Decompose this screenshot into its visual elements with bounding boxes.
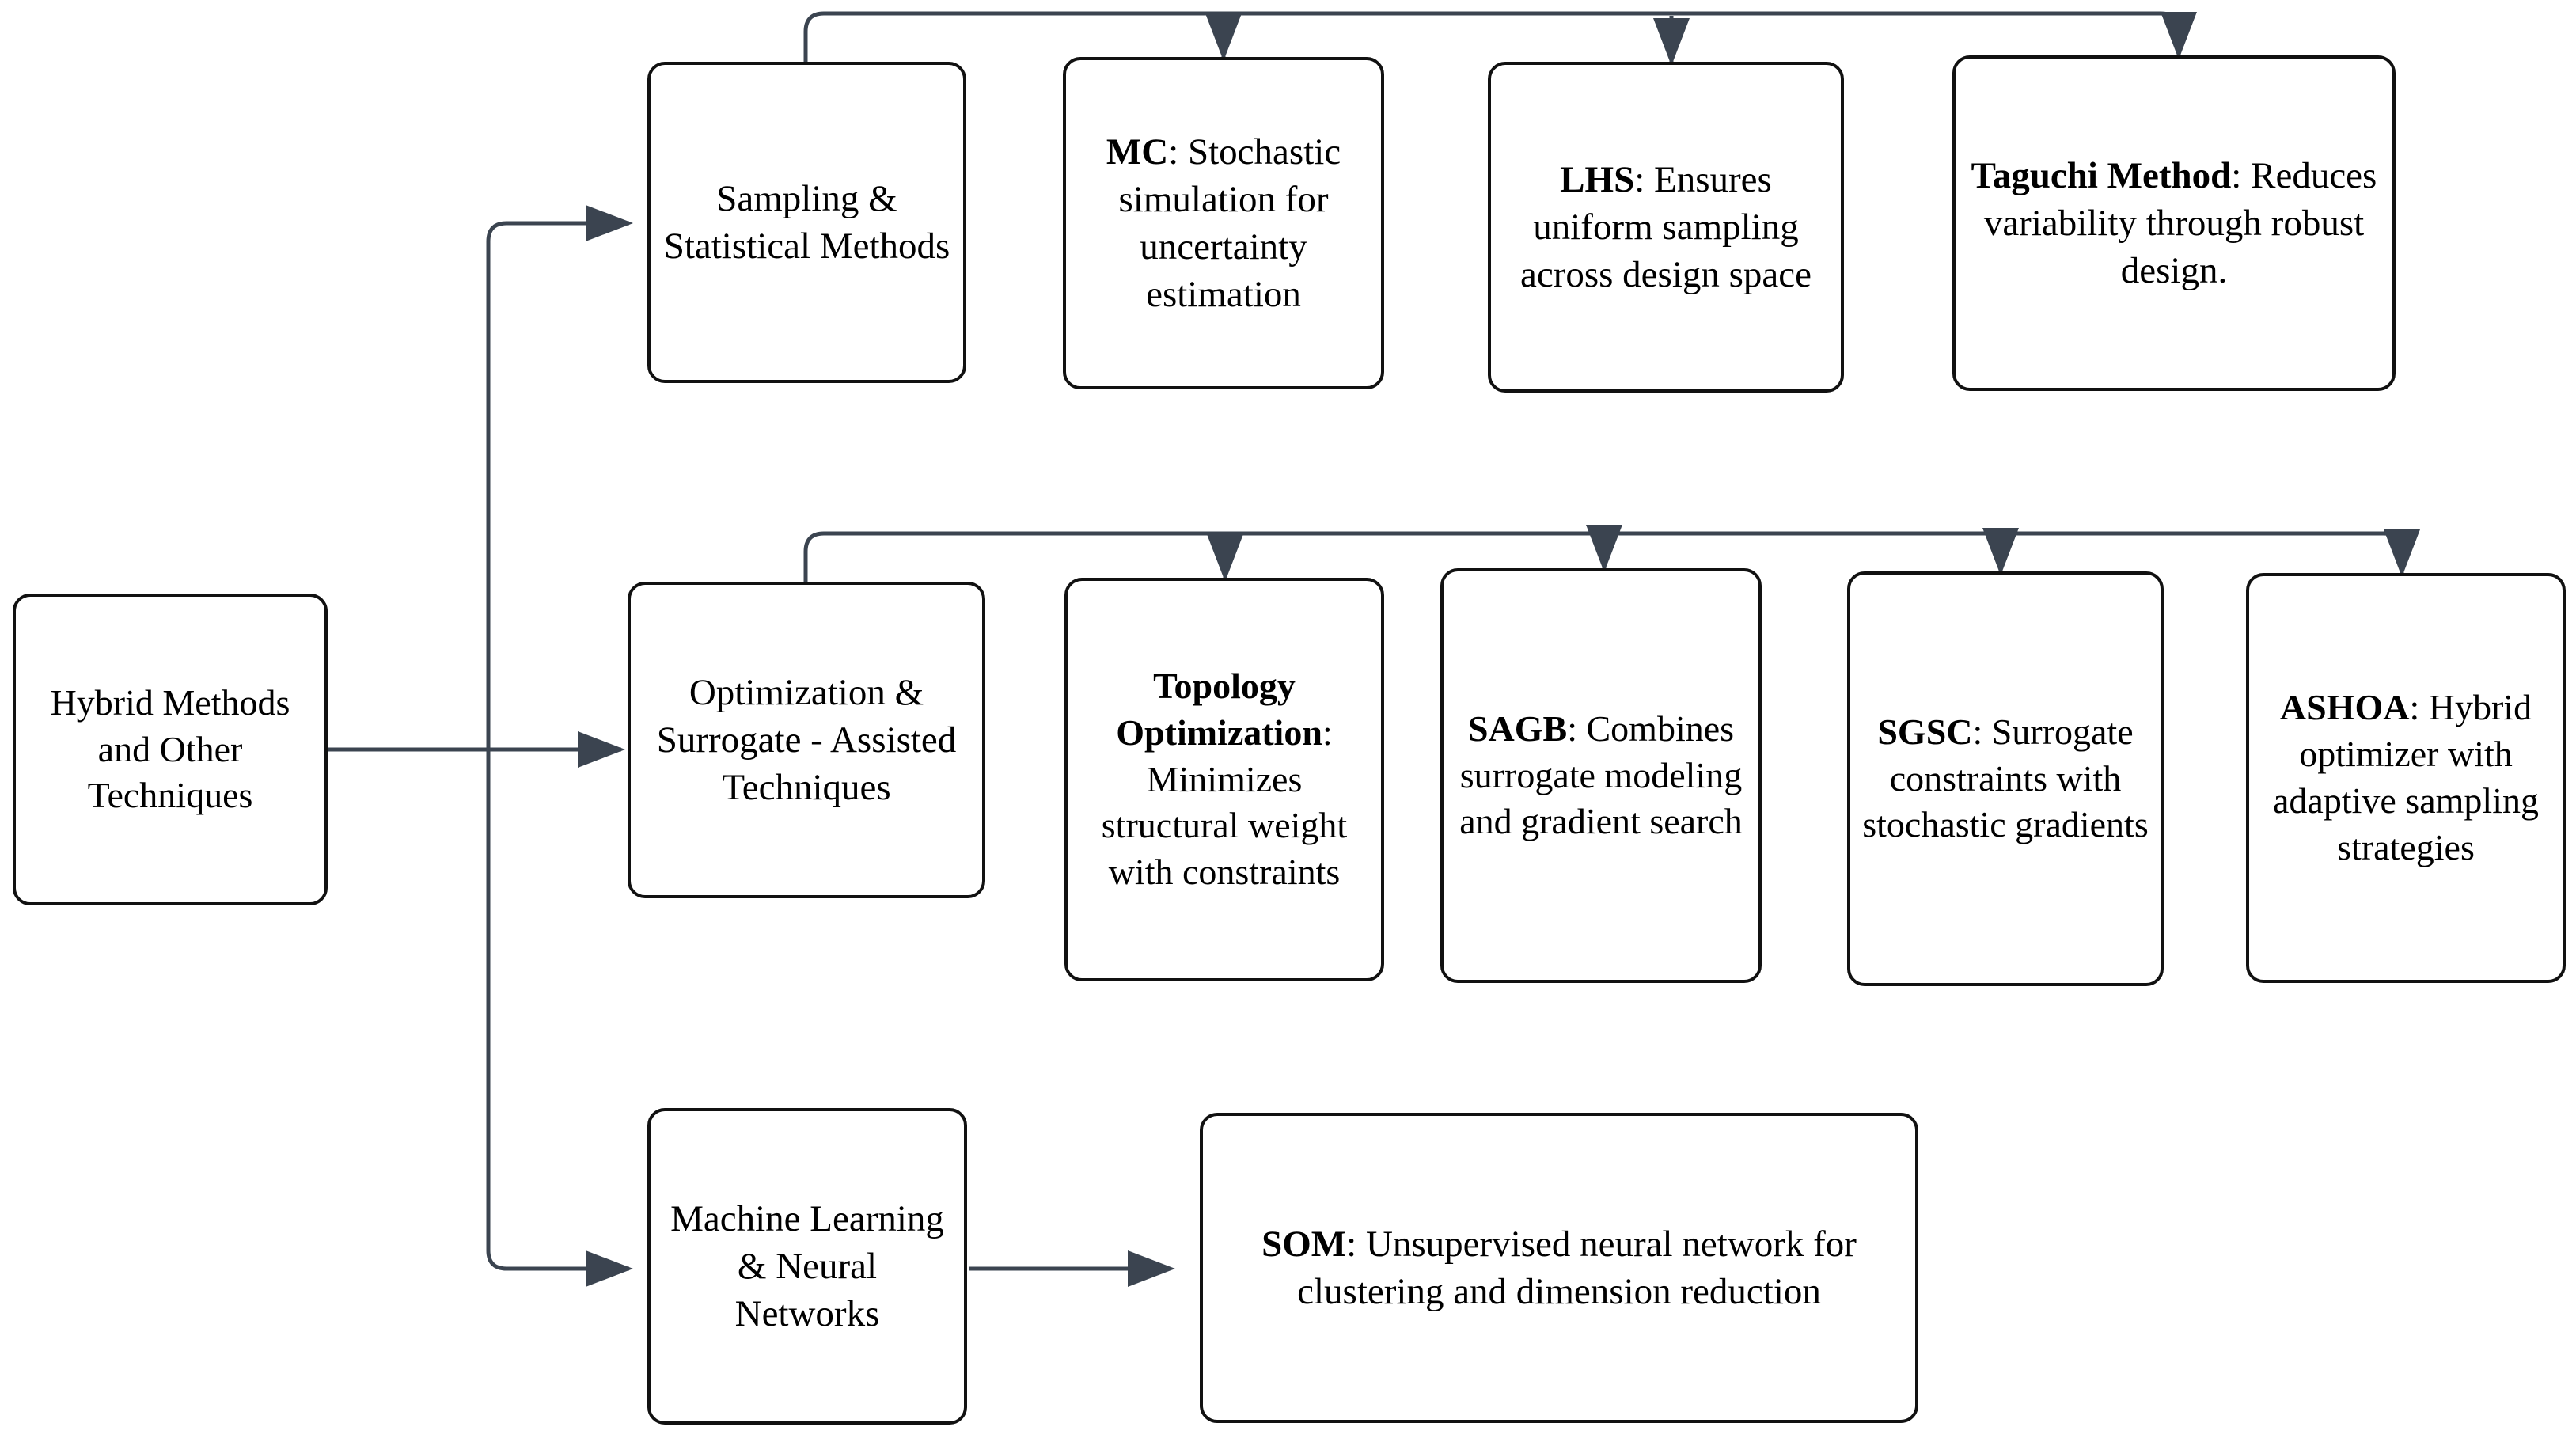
node-ashoa[interactable]: ASHOA: Hybrid optimizer with adaptive sa… <box>2246 573 2566 983</box>
edge-root-to-sampling <box>486 205 633 749</box>
node-mc[interactable]: MC: Stochastic simulation for uncertaint… <box>1063 57 1384 389</box>
node-hybrid-methods[interactable]: Hybrid Methods and Other Techniques <box>13 594 328 905</box>
node-sampling-statistical-methods-label: Sampling & Statistical Methods <box>663 177 950 267</box>
node-ashoa-label: ASHOA: Hybrid optimizer with adaptive sa… <box>2260 685 2551 871</box>
node-mc-label: MC: Stochastic simulation for uncertaint… <box>1077 128 1370 319</box>
node-mc-description: Stochastic simulation for uncertainty es… <box>1118 131 1341 316</box>
edge-bus-sampling <box>803 11 2197 62</box>
node-mc-separator: : <box>1168 131 1188 173</box>
node-taguchi-method-separator: : <box>2231 154 2252 196</box>
node-sagb-label: SAGB: Combines surrogate modeling and gr… <box>1455 706 1747 846</box>
node-topology-optimization[interactable]: Topology Optimization: Minimizes structu… <box>1064 578 1384 981</box>
node-machine-learning-neural-networks-label: Machine Learning & Neural Networks <box>670 1197 944 1335</box>
node-lhs-description: Ensures uniform sampling across design s… <box>1519 158 1812 296</box>
node-ashoa-description: Hybrid optimizer with adaptive sampling … <box>2273 687 2539 867</box>
node-sampling-statistical-methods[interactable]: Sampling & Statistical Methods <box>647 62 966 383</box>
node-sgsc-label: SGSC: Surrogate constraints with stochas… <box>1861 709 2149 849</box>
node-lhs-term: LHS <box>1560 158 1635 200</box>
node-som-description: Unsupervised neural network for clusteri… <box>1297 1223 1857 1312</box>
node-ashoa-separator: : <box>2409 687 2429 728</box>
node-sagb-description: Combines surrogate modeling and gradient… <box>1459 708 1743 842</box>
node-optimization-surrogate-assisted-techniques-label: Optimization & Surrogate - Assisted Tech… <box>656 671 957 809</box>
node-optimization-surrogate-assisted-techniques[interactable]: Optimization & Surrogate - Assisted Tech… <box>628 582 985 898</box>
node-sagb-separator: : <box>1567 708 1587 749</box>
node-taguchi-method[interactable]: Taguchi Method: Reduces variability thro… <box>1952 55 2396 391</box>
node-lhs-separator: : <box>1634 158 1655 200</box>
node-ashoa-term: ASHOA <box>2279 687 2410 728</box>
node-sagb[interactable]: SAGB: Combines surrogate modeling and gr… <box>1440 568 1762 983</box>
node-taguchi-method-description: Reduces variability through robust desig… <box>1983 154 2377 292</box>
node-mc-term: MC <box>1106 131 1169 173</box>
node-sgsc[interactable]: SGSC: Surrogate constraints with stochas… <box>1847 571 2164 986</box>
node-topology-optimization-term: Topology Optimization <box>1116 665 1322 753</box>
node-topology-optimization-separator: : <box>1322 712 1333 753</box>
node-machine-learning-neural-networks[interactable]: Machine Learning & Neural Networks <box>647 1108 967 1425</box>
edge-root-to-ml <box>486 749 633 1288</box>
node-taguchi-method-term: Taguchi Method <box>1971 154 2232 196</box>
node-som-separator: : <box>1346 1223 1366 1265</box>
node-topology-optimization-description: Minimizes structural weight with constra… <box>1101 758 1348 893</box>
node-som[interactable]: SOM: Unsupervised neural network for clu… <box>1200 1113 1918 1423</box>
node-lhs-label: LHS: Ensures uniform sampling across des… <box>1502 156 1830 298</box>
node-hybrid-methods-label: Hybrid Methods and Other Techniques <box>50 681 290 816</box>
node-som-term: SOM <box>1261 1223 1347 1265</box>
node-sgsc-description: Surrogate constraints with stochastic gr… <box>1862 711 2149 845</box>
node-sagb-term: SAGB <box>1467 708 1568 749</box>
node-taguchi-method-label: Taguchi Method: Reduces variability thro… <box>1967 152 2381 294</box>
node-sgsc-term: SGSC <box>1877 711 1973 752</box>
node-som-label: SOM: Unsupervised neural network for clu… <box>1214 1220 1904 1315</box>
node-topology-optimization-label: Topology Optimization: Minimizes structu… <box>1079 663 1370 896</box>
node-lhs[interactable]: LHS: Ensures uniform sampling across des… <box>1488 62 1844 393</box>
node-sgsc-separator: : <box>1972 711 1992 752</box>
